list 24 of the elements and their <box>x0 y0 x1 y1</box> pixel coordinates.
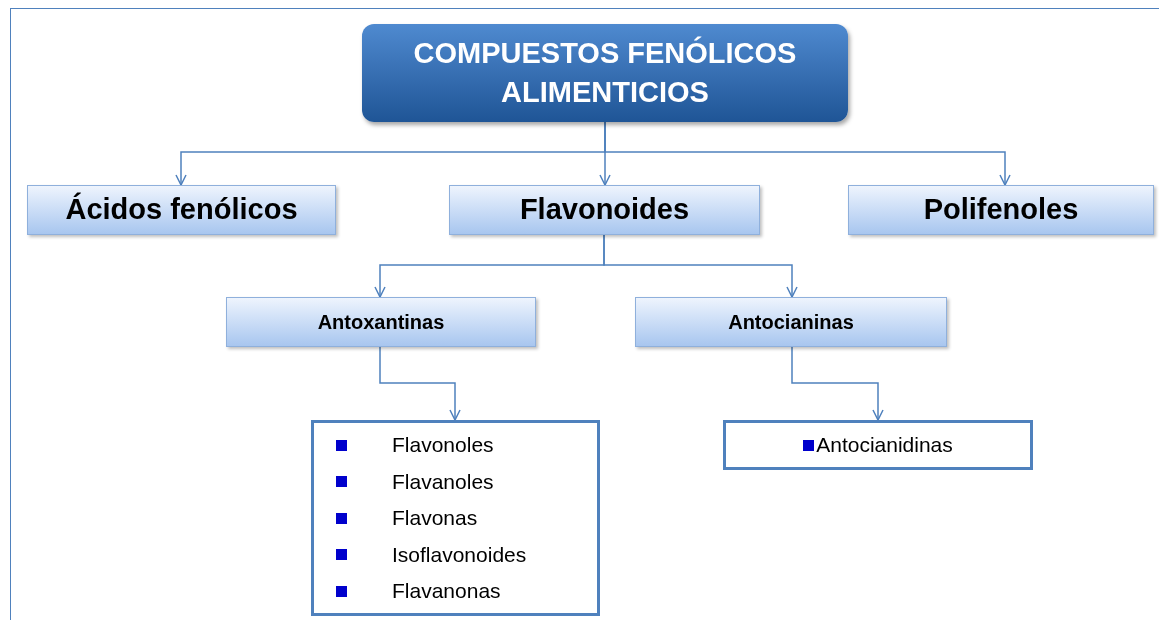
list-box <box>311 420 600 616</box>
node-label: Antocianinas <box>727 310 855 335</box>
node-label: Polifenoles <box>922 192 1080 228</box>
title-box <box>362 24 848 122</box>
node-label: Antoxantinas <box>316 310 446 335</box>
connector-arrow <box>791 346 884 421</box>
list-item: Flavonoles <box>392 432 494 459</box>
list-item: Flavanoles <box>392 468 494 495</box>
list-item: Antocianidinas <box>816 432 953 459</box>
category-box <box>27 185 336 235</box>
category-box <box>449 185 760 235</box>
connector-arrow <box>603 234 798 298</box>
list-item: Flavonas <box>392 505 478 532</box>
subcategory-box <box>226 297 536 347</box>
node-label: Ácidos fenólicos <box>64 191 299 228</box>
connector-arrow <box>379 346 461 421</box>
category-box <box>848 185 1154 235</box>
node-label: COMPUESTOS FENÓLICOS ALIMENTICIOS <box>412 35 798 110</box>
list-item: Flavanonas <box>392 578 501 605</box>
node-label: Flavonoides <box>518 192 691 228</box>
list-item: Isoflavonoides <box>392 541 527 568</box>
connector-arrow <box>604 121 1011 186</box>
list-box <box>723 420 1033 470</box>
subcategory-box <box>635 297 947 347</box>
